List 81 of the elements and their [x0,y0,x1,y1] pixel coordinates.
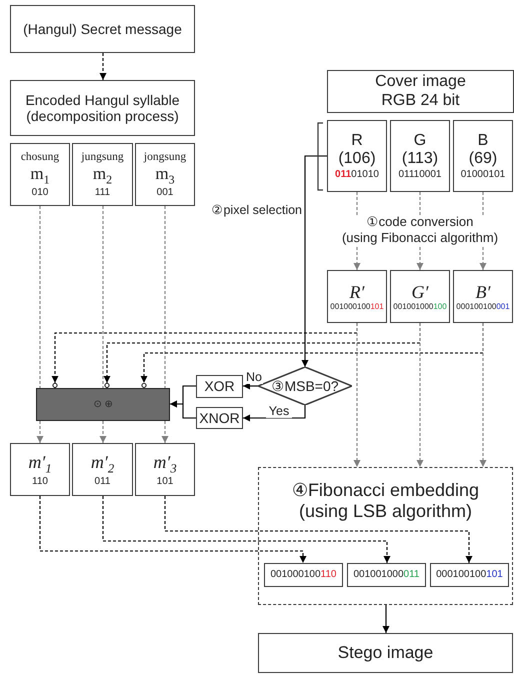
variable-symbol: B′ [476,282,490,302]
node-label: chosung [20,150,60,164]
node-label: Stego image [338,643,434,663]
data-cell [72,143,133,206]
bit-string: 001000100110 [270,569,336,581]
arrow [170,400,196,419]
channel-box [453,270,513,323]
arrow [36,421,44,443]
arrow [162,421,168,443]
operation-box [36,388,170,421]
bit-string: 001001000011 [353,569,420,581]
variable-symbol: m′$_{3}$ [153,452,177,476]
bit-string: 001000100101 [330,302,384,312]
variable-symbol: G′ [412,282,428,302]
node-label: ④Fibonacci embedding (using LSB algorithm) [290,480,480,522]
terminal-box [258,633,513,673]
process-box [10,80,195,136]
node-label: (113) [402,150,438,169]
node-label: G [414,132,426,150]
node-label: (Hangul) Secret message [23,20,182,38]
node-label: XNOR [199,410,240,426]
arrow [100,53,106,80]
bit-string: 101 [156,476,174,488]
variable-symbol: m′$_{1}$ [28,452,52,476]
edge-label: No [245,370,263,384]
bit-box [347,563,426,587]
arrow [243,405,306,422]
process-box [327,70,514,113]
node-label: Cover image RGB 24 bit [374,73,467,110]
bit-string: 01101010 [335,168,379,180]
channel-box [390,270,450,323]
bit-string: 001001000100 [393,302,447,312]
arrow [39,496,306,563]
node-label: R [351,132,363,150]
bit-box [264,563,343,587]
data-cell [72,443,133,496]
bit-string: 001 [156,186,174,198]
arrow [243,382,258,390]
node-label: jungsung [81,150,124,164]
bit-string: 000100100001 [456,302,510,312]
bit-string: 01000101 [460,168,506,180]
data-cell [10,143,70,206]
node-label: XOR [204,378,235,395]
channel-box [453,120,513,192]
bit-string: 000100100101 [436,569,503,581]
node-label: B [478,132,488,150]
arrow [480,323,486,467]
process-box [196,375,243,398]
data-cell [10,443,70,496]
node-label: ③MSB=0? [271,378,339,394]
variable-symbol: m$_{3}$ [155,164,175,187]
data-cell [135,443,195,496]
arrow [164,496,472,563]
arrow [416,323,424,467]
channel-box [390,120,450,192]
edge-label: Yes [266,404,292,418]
variable-symbol: m′$_{2}$ [90,452,114,476]
process-box [10,5,195,53]
node-label: (69) [468,150,498,169]
variable-symbol: R′ [350,282,364,302]
arrow [302,155,327,367]
variable-symbol: m$_{1}$ [30,164,50,187]
bit-string: 111 [94,186,110,198]
bit-string: 011 [94,476,110,488]
arrow [100,421,106,443]
node-label: (106) [338,150,376,169]
bit-string: 01110001 [398,168,442,180]
channel-box [327,120,387,192]
variable-symbol: m$_{2}$ [92,164,112,187]
bit-string: 110 [32,476,48,488]
arrow [382,605,390,633]
bit-string: 010 [32,186,48,198]
arrow [354,323,360,467]
operator-symbols: ⊙ ⊕ [94,398,112,410]
arrow [102,496,390,563]
data-cell [135,143,195,206]
group-box [258,467,513,605]
node-label: jongsung [144,150,186,164]
channel-box [327,270,387,323]
node-label: Encoded Hangul syllable (decomposition process) [24,92,181,124]
bit-box [430,563,509,587]
